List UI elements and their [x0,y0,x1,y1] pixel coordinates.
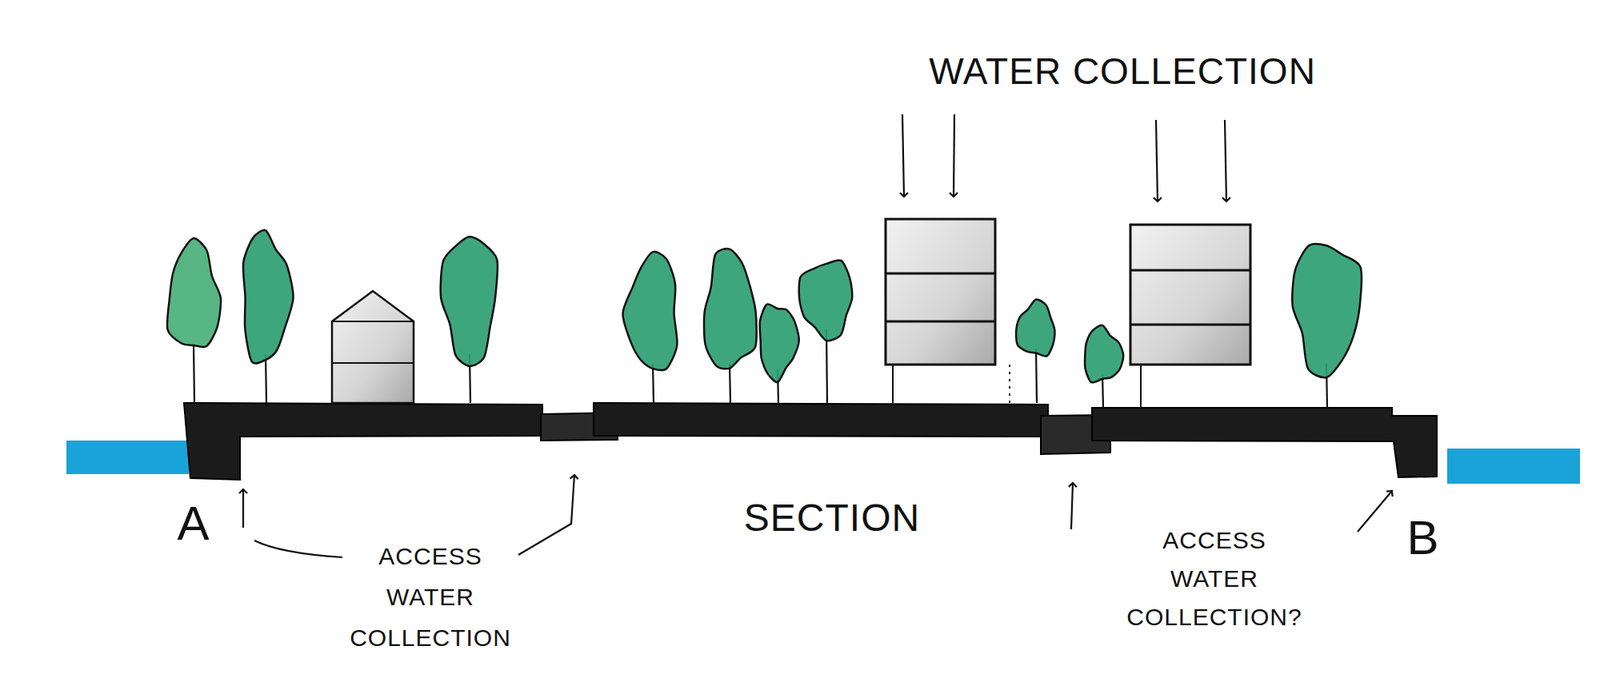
heading-label: WATER COLLECTION [928,51,1316,92]
tree-trunk [1036,348,1037,404]
water-arrow [902,114,1227,202]
trees [167,230,1362,408]
tree-canopy [1016,299,1055,356]
building [885,219,1010,404]
tree-canopy [760,304,800,383]
tree-trunk [193,344,195,404]
tree-canopy [1292,244,1362,378]
building [1130,224,1251,408]
house [332,291,414,404]
tree-canopy [167,238,221,348]
tree-canopy [623,252,678,371]
ground-slab [184,403,1437,480]
tree-trunk [729,364,731,404]
water-right [1447,448,1580,484]
note-label: ACCESS WATER COLLECTION [349,536,512,659]
tree-canopy [704,248,757,369]
water-left [66,440,189,475]
tree-trunk [265,354,267,404]
tree-canopy [243,230,294,364]
tree-canopy [1084,325,1124,384]
section-label: SECTION [744,497,920,540]
note-label: ACCESS WATER COLLECTION? [1126,521,1302,637]
tree-canopy [799,260,853,341]
section-mark: A [176,497,210,551]
section-mark: B [1406,512,1440,565]
tree-canopy [440,236,498,367]
